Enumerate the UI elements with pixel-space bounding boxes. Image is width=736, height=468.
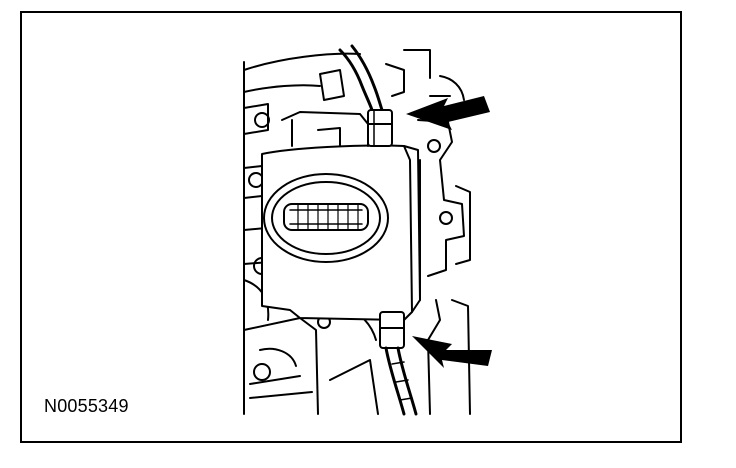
lower-connector <box>379 311 418 416</box>
figure-reference-code: N0055349 <box>44 396 129 416</box>
transmission-housing <box>243 49 471 415</box>
control-module <box>261 111 421 321</box>
arrow-icon <box>406 96 490 130</box>
callout-arrows <box>406 96 492 368</box>
upper-connector <box>319 44 405 147</box>
arrow-icon <box>412 336 492 368</box>
